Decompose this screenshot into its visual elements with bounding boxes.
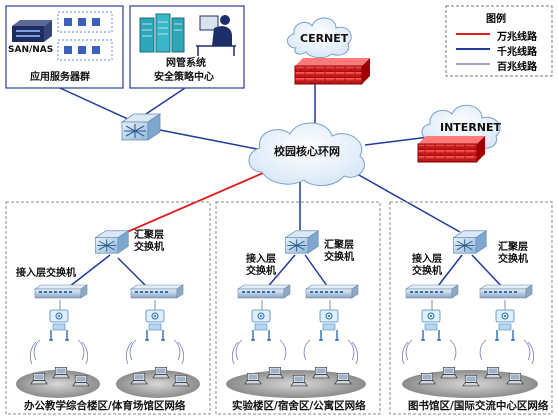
legend-item-label: 百兆线路	[497, 62, 537, 73]
cernet-firewall-icon	[294, 58, 370, 85]
zone-1-ap-icon	[144, 309, 166, 341]
internet-label: INTERNET	[440, 121, 502, 134]
laptop-icon	[440, 366, 458, 379]
mgmt-caption-line1: 网管系统	[166, 58, 206, 69]
app-server-caption: 应用服务器群	[30, 72, 90, 83]
laptop-icon	[72, 374, 90, 387]
zone-3-caption: 图书馆区/国际交流中心区网络	[408, 400, 549, 412]
zone-3-agg-switch-icon	[452, 230, 487, 254]
core-ring-cloud-icon	[248, 122, 366, 186]
core-switch-icon	[121, 113, 161, 141]
laptop-icon	[266, 366, 284, 379]
zone-1-caption: 办公教学综合楼区/体育场馆区网络	[24, 400, 186, 412]
zone-2-access-switch-icon	[305, 284, 359, 299]
zone-1-box	[5, 201, 211, 415]
zone-2-wireless-waves	[231, 339, 359, 365]
zone-3-agg-label: 汇聚层 交换机	[498, 242, 528, 265]
laptop-icon	[506, 372, 524, 385]
app-server-rack-icons	[57, 11, 113, 61]
laptop-icon	[244, 372, 262, 385]
zone-2-agg-switch-icon	[284, 230, 319, 254]
laptop-icon	[312, 366, 330, 379]
laptop-icon	[130, 372, 148, 385]
zone-1-ap-icon	[48, 309, 70, 341]
cernet-label: CERNET	[300, 32, 349, 45]
laptop-icon	[152, 366, 170, 379]
zone-3-wireless-waves	[401, 339, 535, 365]
laptop-icon	[334, 372, 352, 385]
zone-2-caption: 实验楼区/宿舍区/公寓区网络	[232, 400, 366, 412]
mgmt-caption-line2: 安全策略中心	[154, 72, 214, 83]
mgmt-server-icons	[139, 13, 185, 53]
legend-item-label: 千兆线路	[497, 47, 537, 58]
zone-3-access-switch-icon	[479, 284, 533, 299]
zone-1-access-switch-icon	[130, 284, 184, 299]
core-ring-label: 校园核心环网	[274, 145, 340, 158]
laptop-icon	[172, 374, 190, 387]
laptop-icon	[52, 366, 70, 379]
zone-1-access-label: 接入层交换机	[16, 268, 76, 279]
zone-3-ap-icon	[494, 309, 516, 341]
admin-workstation-icon	[196, 15, 236, 56]
zone-3-box	[389, 201, 553, 415]
zone-1-access-switch-icon	[34, 284, 88, 299]
laptop-icon	[418, 372, 436, 385]
legend-item-label: 万兆线路	[497, 32, 537, 43]
laptop-icon	[462, 374, 480, 387]
cernet-cloud-icon	[287, 17, 352, 59]
san-nas-storage-icon	[12, 20, 52, 42]
zone-3-access-label: 接入层 交换机	[412, 254, 442, 277]
zone-3-ap-icon	[420, 309, 442, 341]
laptop-icon	[30, 372, 48, 385]
zone-1-agg-label: 汇聚层 交换机	[134, 230, 164, 253]
legend-title: 图例	[486, 14, 506, 25]
zone-1-wireless-waves	[29, 339, 185, 365]
laptop-icon	[290, 374, 308, 387]
laptop-icon	[484, 366, 502, 379]
zone-2-box	[215, 201, 381, 415]
zone-2-access-label: 接入层 交换机	[246, 254, 276, 277]
zone-3-access-switch-icon	[405, 284, 459, 299]
san-nas-label: SAN/NAS	[8, 45, 54, 55]
zone-2-ap-icon	[250, 309, 272, 341]
zone-2-agg-label: 汇聚层 交换机	[324, 240, 354, 263]
zone-2-ap-icon	[318, 309, 340, 341]
legend-lines	[456, 33, 490, 65]
zone-1-agg-switch-icon	[94, 230, 129, 254]
zone-2-access-switch-icon	[237, 284, 291, 299]
internet-firewall-icon	[417, 136, 485, 163]
